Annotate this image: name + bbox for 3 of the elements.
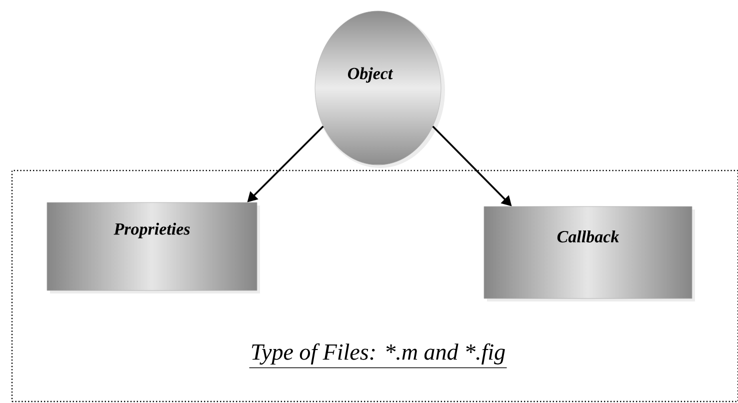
- process-box: Proprieties: [46, 202, 260, 294]
- process-box: Callback: [484, 206, 695, 302]
- file-type-note: Type of Files: *.m and *.fig: [248, 343, 508, 368]
